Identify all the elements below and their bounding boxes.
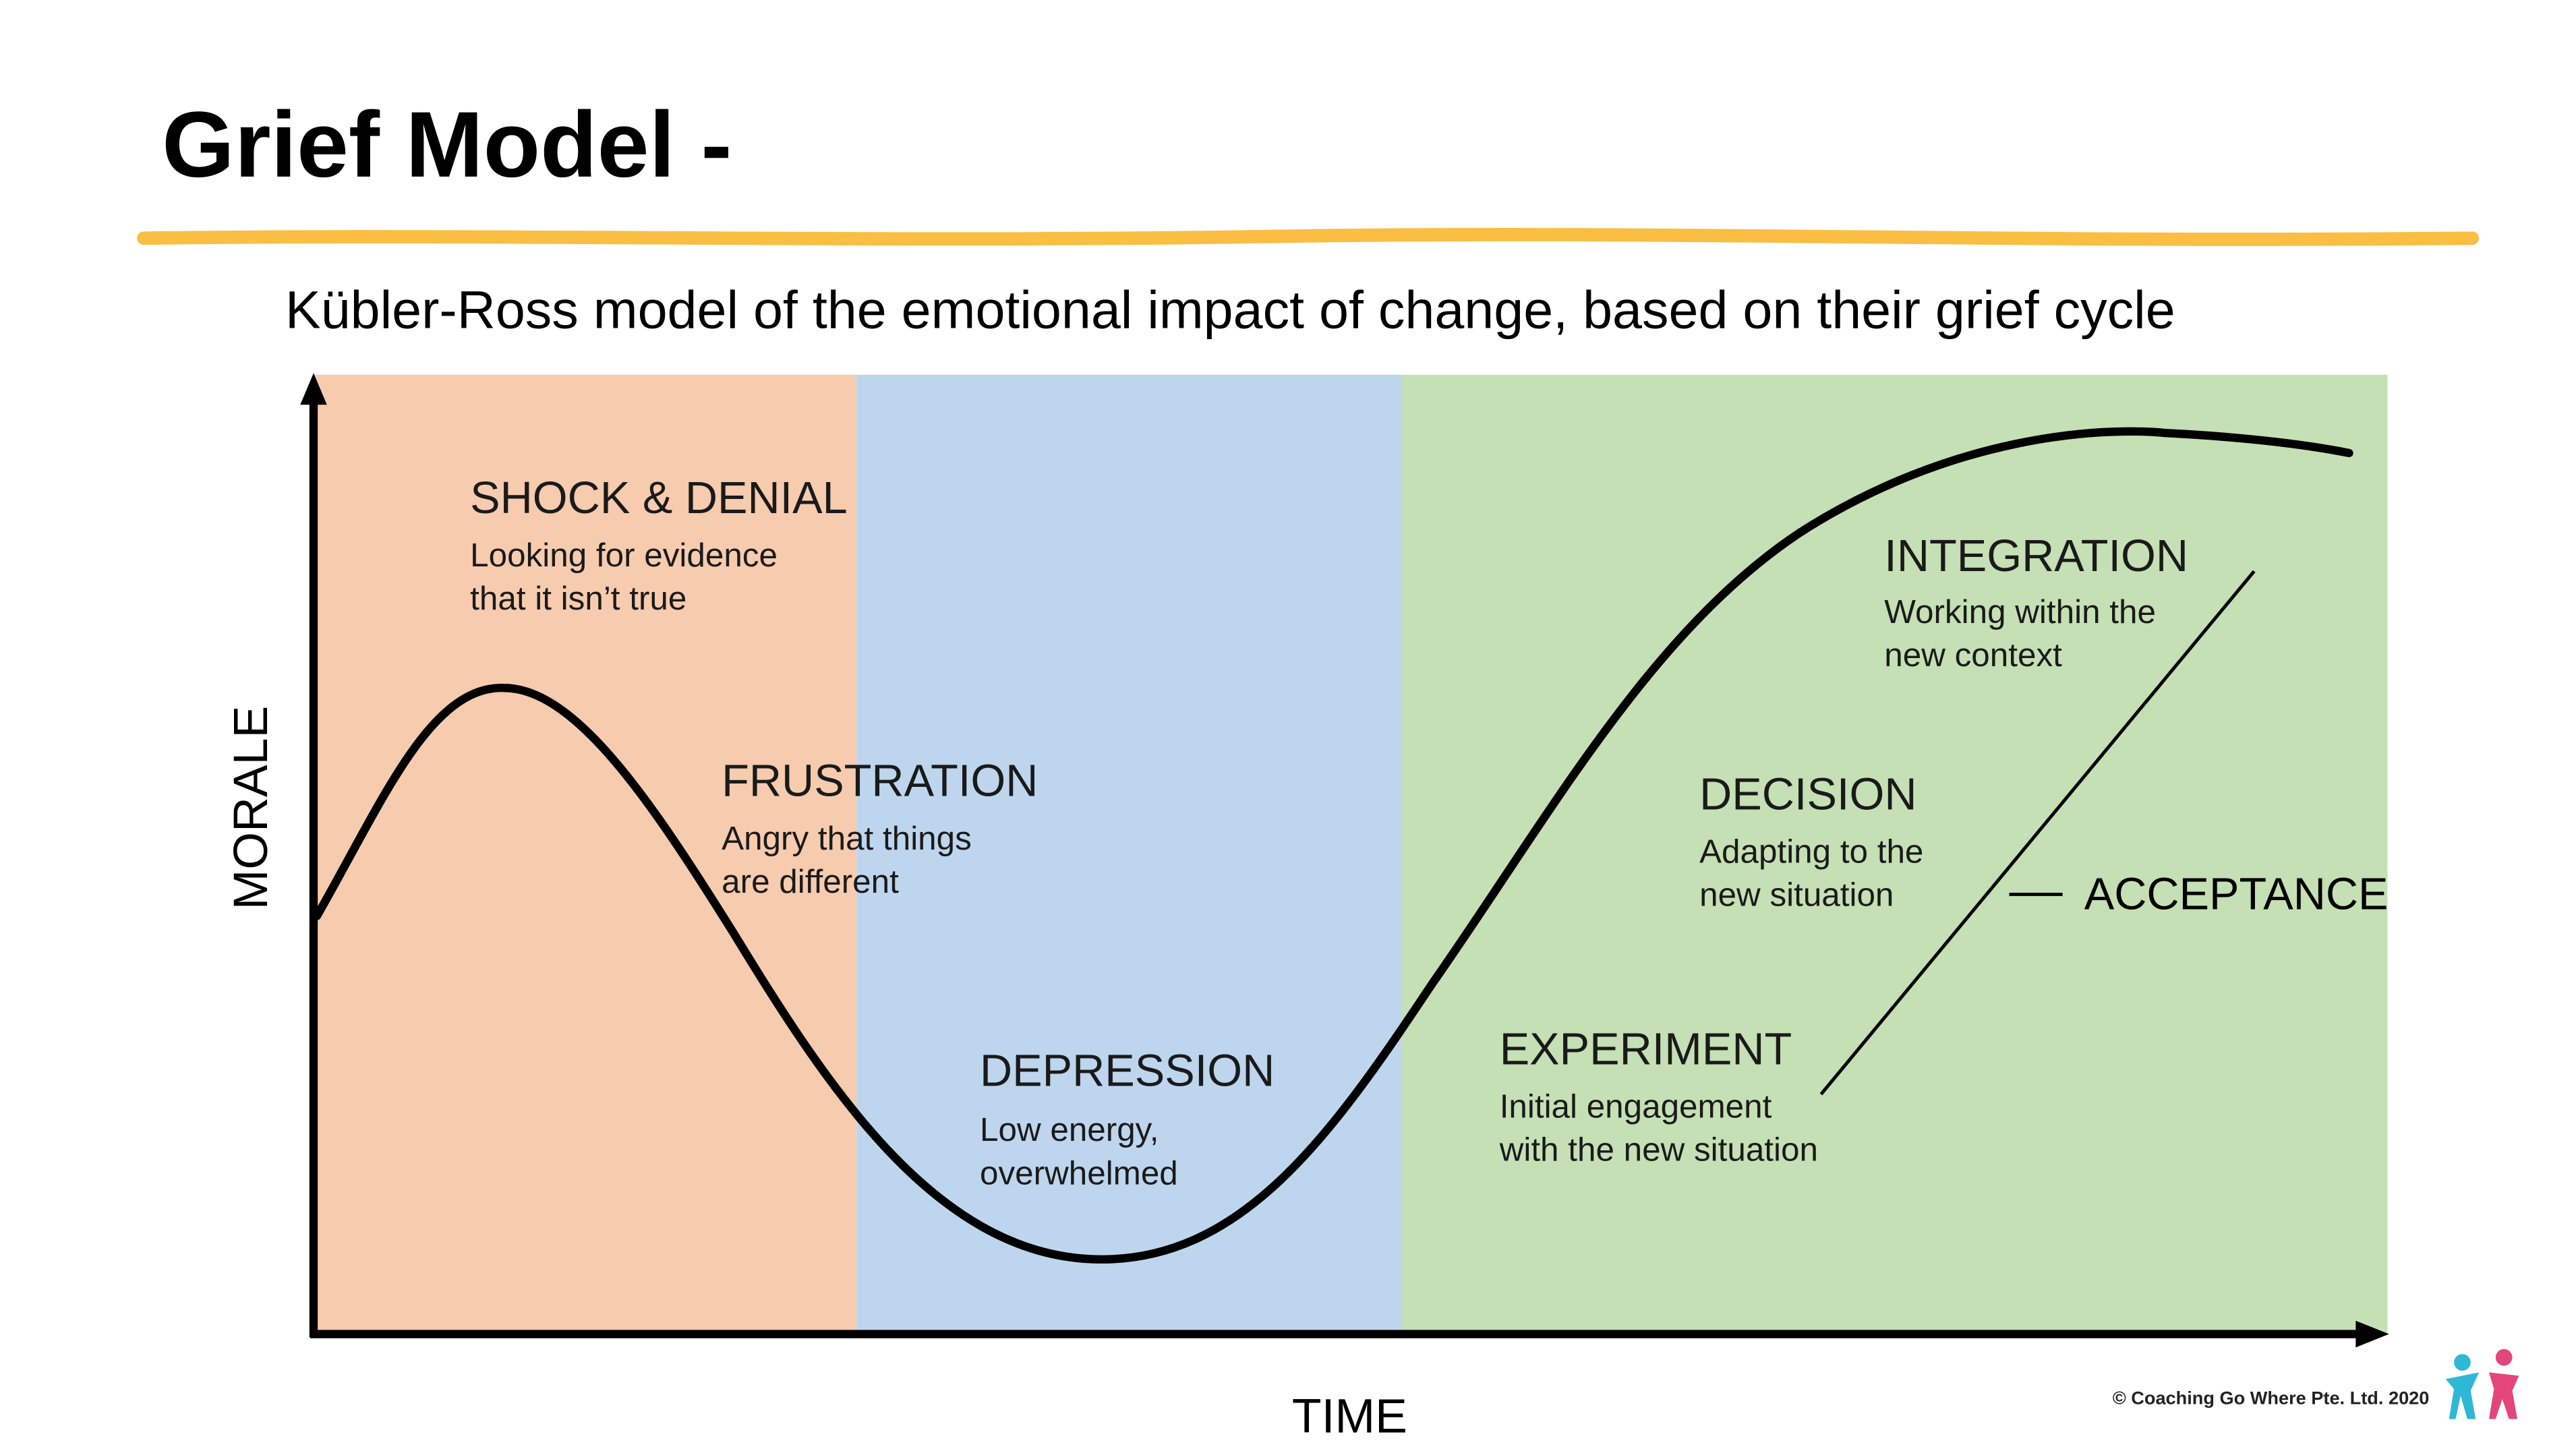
copyright-text: © Coaching Go Where Pte. Ltd. 2020	[2113, 1387, 2430, 1408]
x-axis-arrowhead	[2355, 1320, 2389, 1348]
stage-description-line: Looking for evidence	[470, 537, 778, 574]
stage-description-line: new situation	[1699, 877, 1894, 914]
phase-band-depression	[856, 374, 1401, 1334]
y-axis-label: MORALE	[224, 706, 278, 910]
stage-shock-denial: SHOCK & DENIAL Looking for evidence that…	[470, 473, 848, 617]
stage-title: FRUSTRATION	[722, 757, 1038, 806]
stage-title: SHOCK & DENIAL	[470, 473, 848, 523]
y-axis-arrowhead	[300, 373, 327, 405]
stage-decision: DECISION Adapting to the new situation	[1699, 769, 1923, 913]
page-title: Grief Model -	[162, 93, 732, 197]
stage-description-line: that it isn’t true	[470, 580, 686, 617]
stage-title: DECISION	[1699, 769, 1916, 819]
stage-description-line: new context	[1884, 637, 2062, 674]
two-figures-logo-icon	[2445, 1349, 2519, 1419]
stage-title: EXPERIMENT	[1500, 1024, 1792, 1074]
stage-description-line: Angry that things	[722, 820, 972, 857]
stage-description-line: Low energy,	[980, 1111, 1159, 1148]
stage-description-line: Working within the	[1884, 593, 2156, 630]
stage-description-line: Adapting to the	[1699, 833, 1923, 870]
phase-band-acceptance	[1401, 374, 2388, 1334]
morale-curve	[312, 427, 2353, 1264]
acceptance-label: ACCEPTANCE	[2084, 870, 2389, 920]
stage-experiment: EXPERIMENT Initial engagement with the n…	[1499, 1024, 1818, 1168]
stage-description-line: overwhelmed	[980, 1154, 1178, 1191]
stage-frustration: FRUSTRATION Angry that things are differ…	[722, 757, 1038, 900]
acceptance-span-line	[1819, 570, 2256, 1096]
stage-description-line: with the new situation	[1499, 1131, 1818, 1169]
stage-title: INTEGRATION	[1884, 531, 2188, 581]
stage-description-line: Initial engagement	[1500, 1088, 1772, 1125]
x-axis-label: TIME	[1292, 1389, 1407, 1443]
stage-integration: INTEGRATION Working within the new conte…	[1884, 531, 2188, 674]
stage-depression: DEPRESSION Low energy, overwhelmed	[980, 1046, 1275, 1192]
stage-title: DEPRESSION	[980, 1046, 1275, 1096]
phase-band-shock-frustration	[313, 374, 857, 1334]
stage-description-line: are different	[722, 863, 899, 900]
title-underline	[137, 228, 2480, 246]
slide-subtitle: Kübler-Ross model of the emotional impac…	[285, 280, 2175, 340]
